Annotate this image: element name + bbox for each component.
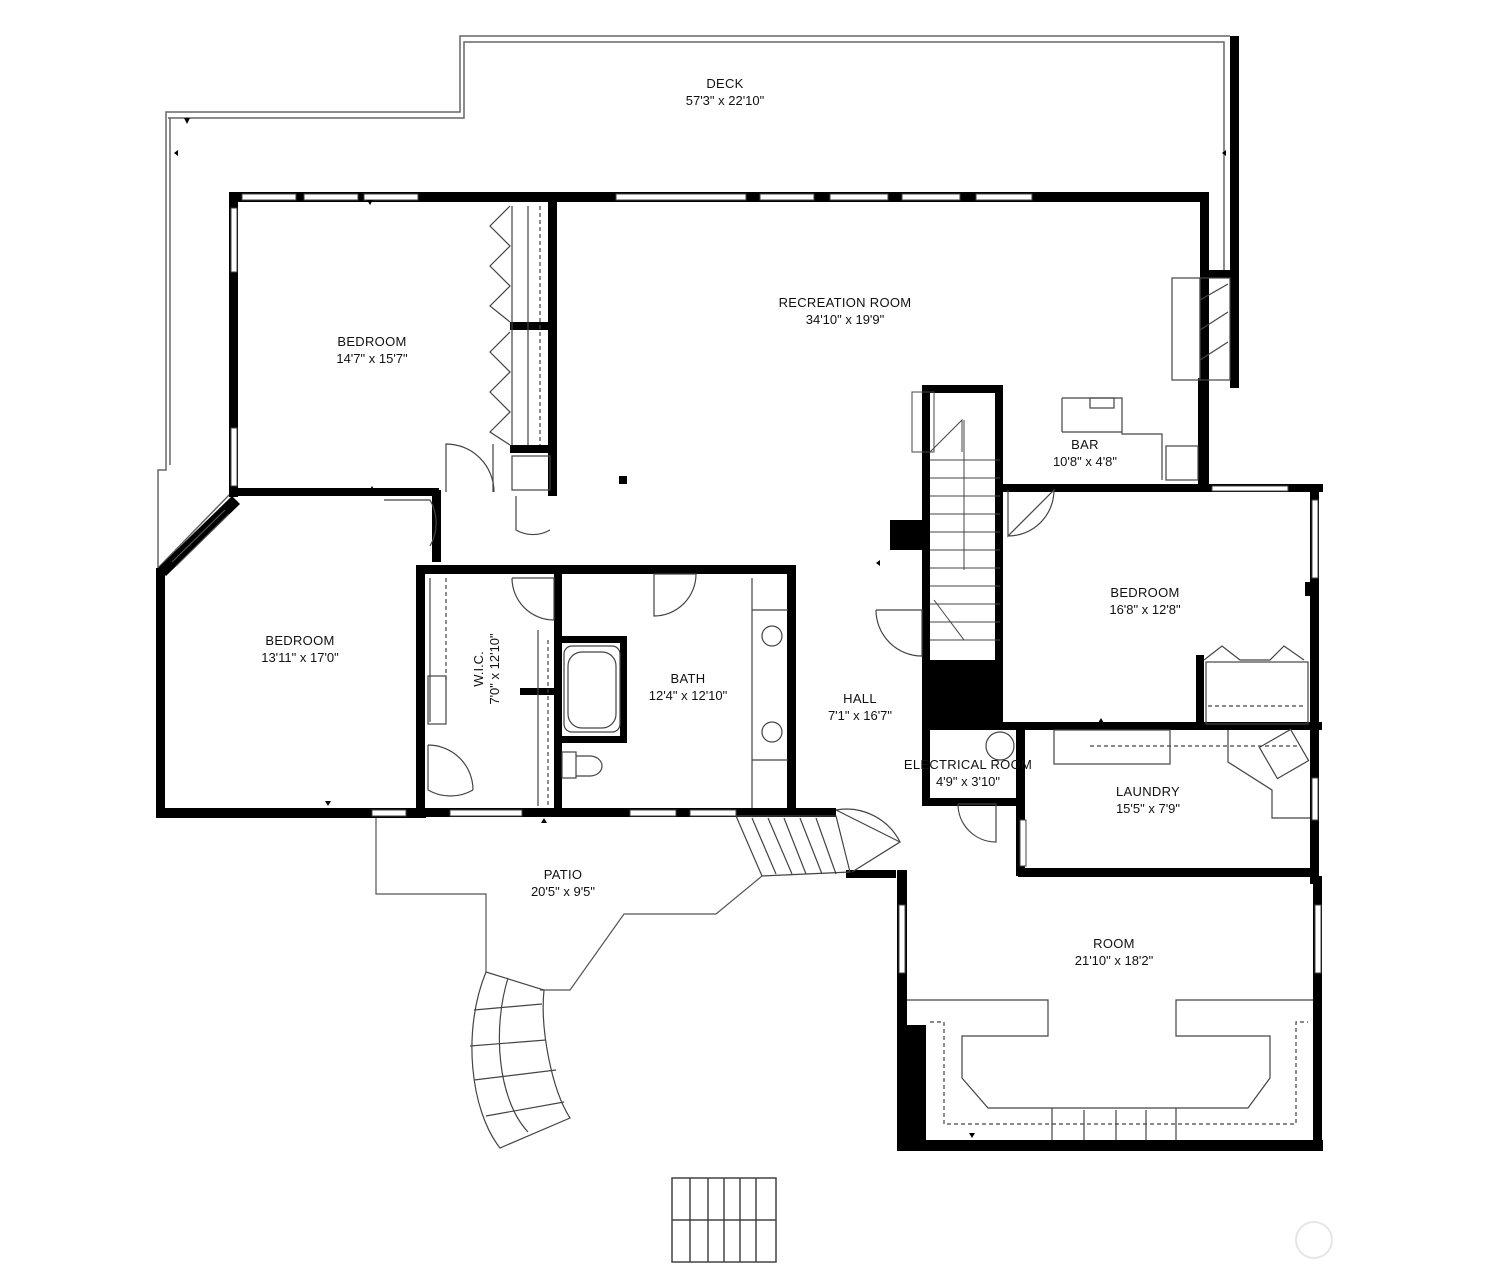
wic-name: W.I.C. <box>471 651 486 687</box>
bottom-steps <box>671 1177 777 1263</box>
room-name: ROOM <box>1093 936 1135 951</box>
deck-dims: 57'3" x 22'10" <box>685 93 765 108</box>
bar-label: BAR 10'8" x 4'8" <box>1035 436 1135 470</box>
patio-label: PATIO 20'5" x 9'5" <box>513 866 613 900</box>
bar-name: BAR <box>1071 437 1099 452</box>
bedroom-nw-label: BEDROOM 14'7" x 15'7" <box>312 333 432 367</box>
room-label: ROOM 21'10" x 18'2" <box>1064 935 1164 969</box>
electrical-label: ELECTRICAL ROOM 4'9" x 3'10" <box>898 756 1038 790</box>
tick-marks <box>174 118 1226 1138</box>
bedroom-e-closet <box>1203 645 1309 725</box>
patio-dims: 20'5" x 9'5" <box>530 884 596 899</box>
bedroom-nw-dims: 14'7" x 15'7" <box>336 351 408 366</box>
bar-dims: 10'8" x 4'8" <box>1052 454 1118 469</box>
closet-doors <box>489 205 551 491</box>
fireplace <box>1171 277 1231 381</box>
room-dims: 21'10" x 18'2" <box>1074 953 1154 968</box>
patio-name: PATIO <box>543 867 583 882</box>
windows <box>230 193 1322 974</box>
bedroom-w-dims: 13'11" x 17'0" <box>261 650 339 665</box>
bath-label: BATH 12'4" x 12'10" <box>638 670 738 704</box>
laundry-fixtures <box>985 728 1310 819</box>
hall-dims: 7'1" x 16'7" <box>827 708 893 723</box>
curved-steps <box>469 971 571 1149</box>
laundry-dims: 15'5" x 7'9" <box>1115 801 1181 816</box>
bath-fixtures <box>427 578 788 808</box>
bedroom-w-name: BEDROOM <box>265 633 335 648</box>
watermark-icon <box>1295 1221 1333 1259</box>
deck-name: DECK <box>706 76 744 91</box>
deck-east-wall <box>1200 36 1239 388</box>
bath-name: BATH <box>670 671 706 686</box>
wic-label: W.I.C. 7'0" x 12'10" <box>471 619 505 719</box>
patio-steps <box>735 815 851 877</box>
recreation-label: RECREATION ROOM 34'10" x 19'9" <box>750 294 940 328</box>
hall-name: HALL <box>843 691 877 706</box>
room-fixtures <box>907 999 1313 1140</box>
bay-window <box>158 496 240 576</box>
bedroom-nw-name: BEDROOM <box>337 334 407 349</box>
doors <box>384 443 1055 873</box>
deck-outline <box>157 35 1230 570</box>
bedroom-e-label: BEDROOM 16'8" x 12'8" <box>1085 584 1205 618</box>
bedroom-e-dims: 16'8" x 12'8" <box>1109 602 1181 617</box>
electrical-name: ELECTRICAL ROOM <box>903 757 1033 772</box>
bedroom-e-name: BEDROOM <box>1110 585 1180 600</box>
laundry-label: LAUNDRY 15'5" x 7'9" <box>1098 783 1198 817</box>
interior-stairs <box>911 391 1000 641</box>
patio-outline <box>375 818 763 991</box>
recreation-dims: 34'10" x 19'9" <box>805 312 885 327</box>
bar-counter <box>1061 397 1199 481</box>
bath-dims: 12'4" x 12'10" <box>648 688 728 703</box>
laundry-name: LAUNDRY <box>1116 784 1180 799</box>
deck-label: DECK 57'3" x 22'10" <box>660 75 790 109</box>
hall-label: HALL 7'1" x 16'7" <box>810 690 910 724</box>
recreation-name: RECREATION ROOM <box>778 295 912 310</box>
walls <box>156 192 1323 1151</box>
electrical-dims: 4'9" x 3'10" <box>935 774 1001 789</box>
wic-dims: 7'0" x 12'10" <box>487 633 502 705</box>
bedroom-w-label: BEDROOM 13'11" x 17'0" <box>240 632 360 666</box>
